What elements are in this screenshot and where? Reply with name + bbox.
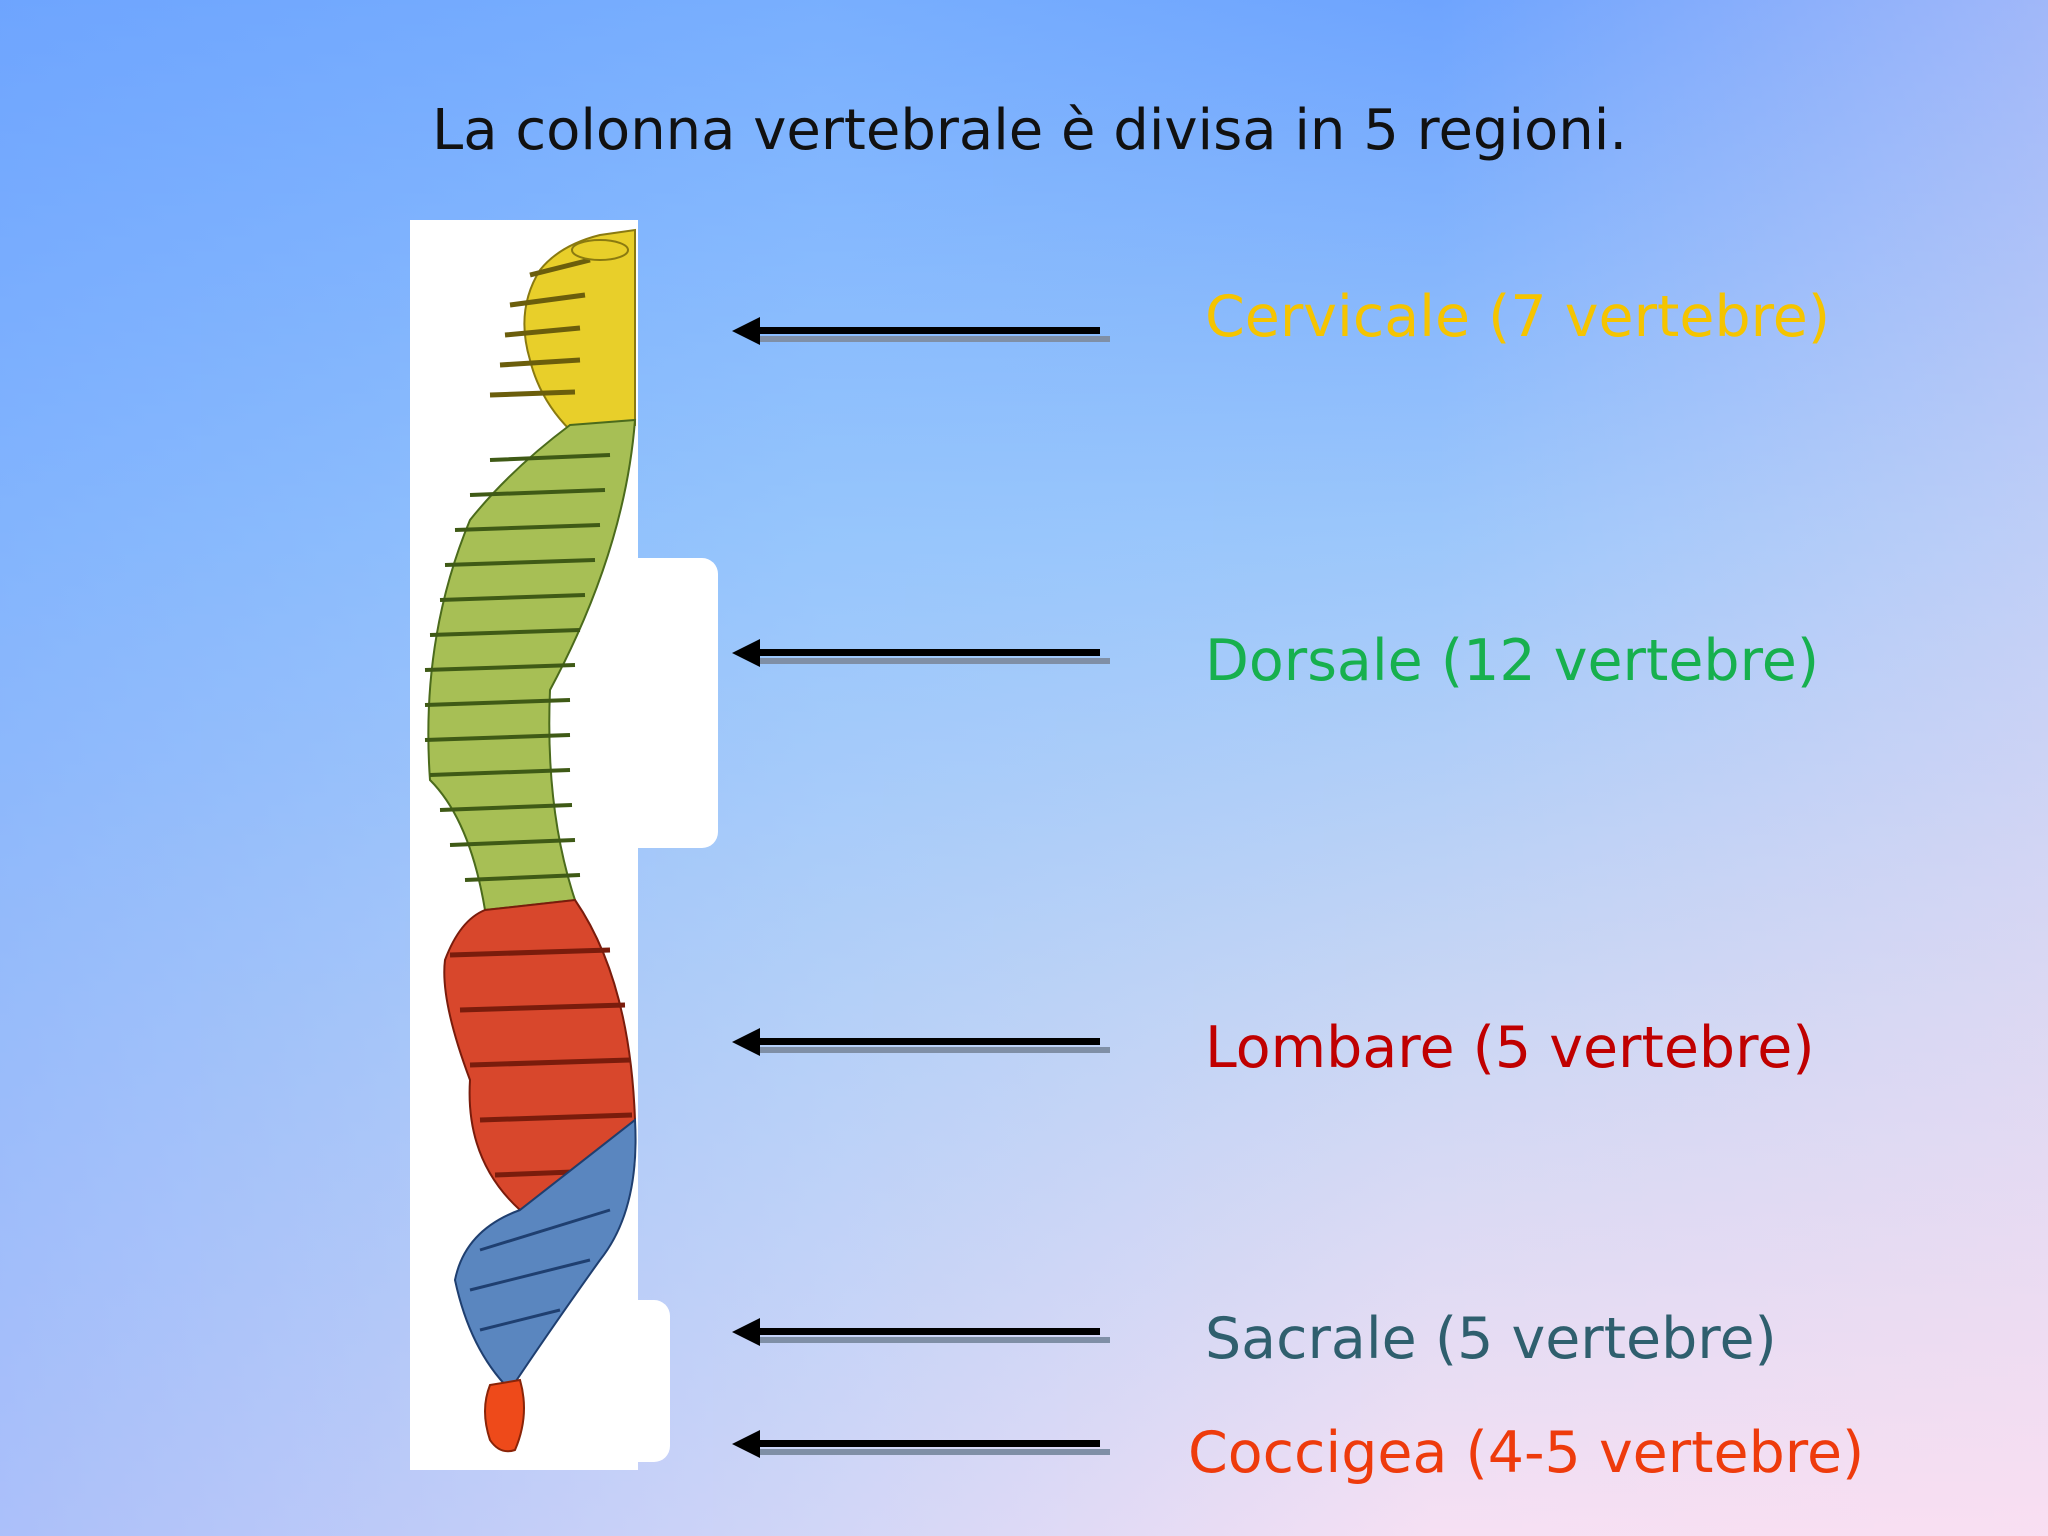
label-dorsale: Dorsale (12 vertebre): [1205, 628, 1820, 694]
label-sacrale: Sacrale (5 vertebre): [1205, 1306, 1777, 1372]
slide-title: La colonna vertebrale è divisa in 5 regi…: [432, 98, 1628, 163]
thoracic-region: [424, 418, 637, 912]
arrow-coccigea: [732, 1430, 1110, 1458]
arrow-cervicale: [732, 317, 1110, 345]
arrow-lombare: [732, 1028, 1110, 1056]
coccyx-region: [484, 1378, 525, 1453]
image-tab-upper: [630, 558, 718, 848]
spine-illustration: [424, 228, 637, 1453]
label-lombare: Lombare (5 vertebre): [1205, 1015, 1815, 1081]
lumbar-region: [443, 898, 637, 1212]
arrow-sacrale: [732, 1318, 1110, 1346]
label-coccigea: Coccigea (4-5 vertebre): [1188, 1420, 1865, 1486]
label-cervicale: Cervicale (7 vertebre): [1205, 284, 1831, 350]
cervical-region: [489, 228, 636, 432]
image-tab-lower: [630, 1300, 670, 1462]
arrow-dorsale: [732, 639, 1110, 667]
